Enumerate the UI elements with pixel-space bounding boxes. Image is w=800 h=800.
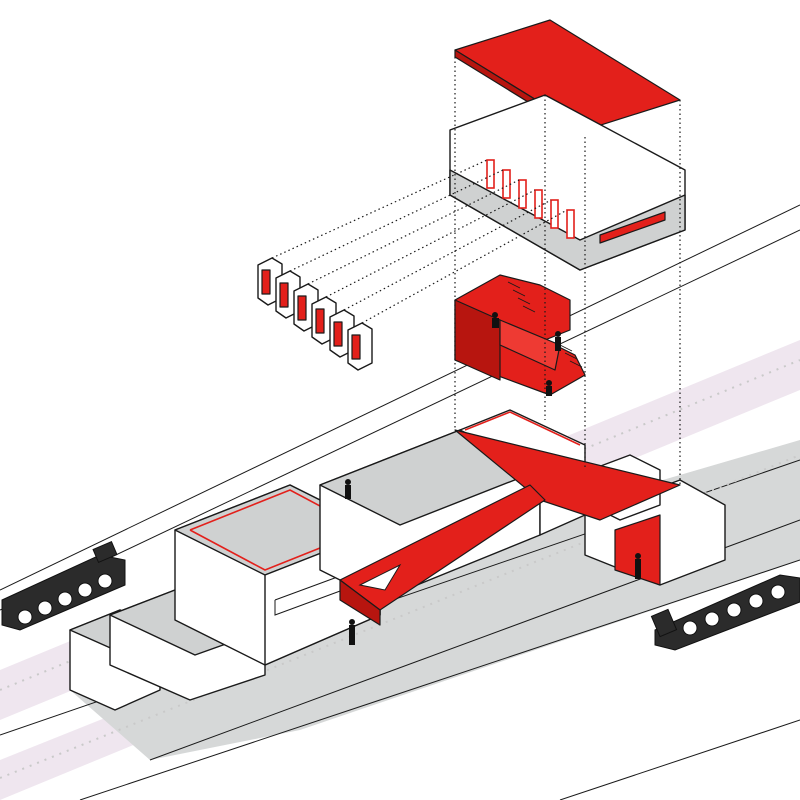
red-stair-module: [454, 274, 586, 396]
train-left: [1, 540, 126, 631]
site-edge-line-6: [559, 719, 800, 800]
person-3: [635, 553, 641, 579]
red-ramp: [339, 429, 681, 626]
site-edge-line-5: [79, 559, 800, 800]
train-right: [650, 574, 800, 651]
site-edge-line-1: [0, 204, 800, 591]
window-box-6: [347, 322, 373, 371]
projection-lines: [271, 57, 681, 485]
people: [345, 312, 641, 645]
base-building: [69, 409, 726, 711]
upper-volume: [449, 94, 686, 271]
red-doorway: [614, 514, 661, 586]
person-6: [546, 380, 552, 396]
stair-module-side: [454, 299, 501, 381]
person-2: [349, 619, 355, 645]
upper-volume-niches: [486, 159, 575, 239]
site-edge-line-2: [0, 229, 800, 611]
window-boxes: [257, 257, 373, 371]
upper-volume-window-slot: [599, 211, 666, 244]
ramp-edge: [339, 579, 381, 626]
person-4: [492, 312, 499, 328]
upper-volume-floor: [449, 169, 686, 271]
stair-treads: [507, 281, 583, 368]
person-1: [345, 479, 351, 499]
ramp-opening: [358, 563, 402, 591]
person-5: [555, 331, 561, 351]
ramp-upper-surface: [454, 429, 681, 521]
pavilion-roof-edge: [464, 411, 581, 446]
